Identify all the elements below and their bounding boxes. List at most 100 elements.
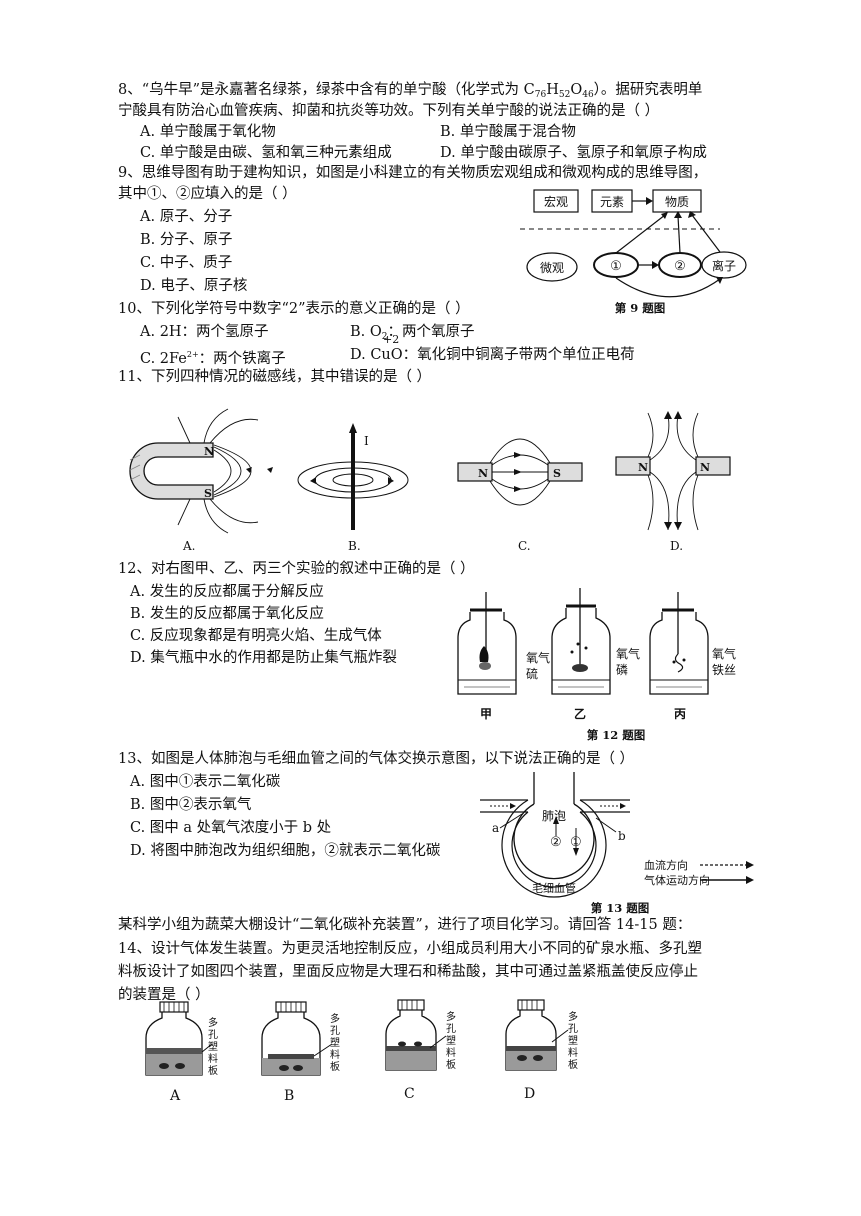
q10-stem: 10、下列化学符号中数字“2”表示的意义正确的是（ ） [118, 301, 470, 317]
q9-option-b[interactable]: B. 分子、原子 [140, 232, 233, 248]
bottle-b: B [261, 1001, 333, 1104]
q13-option-d[interactable]: D. 将图中肺泡改为组织细胞，②就表示二氧化碳 [130, 843, 441, 859]
svg-text:甲: 甲 [480, 707, 492, 721]
q10-option-b[interactable]: B. O2：两个氧原子 [350, 324, 475, 342]
q13-stem: 13、如图是人体肺泡与毛细血管之间的气体交换示意图，以下说法正确的是（ ） [118, 751, 635, 767]
q9-option-a[interactable]: A. 原子、分子 [140, 209, 233, 225]
svg-text:塑: 塑 [208, 1041, 218, 1053]
q9-mind-map-figure: 宏观 元素 物质 微观 ① ② 离子 第 9 题图 [520, 189, 747, 315]
q8-stem-line1: 8、“乌牛早”是永嘉著名绿茶，绿茶中含有的单宁酸（化学式为 C76H52O46）… [118, 82, 703, 100]
macro-box [533, 189, 579, 213]
svg-text:氧气: 氧气 [712, 646, 736, 661]
svg-text:板: 板 [446, 1058, 456, 1071]
figure-a-label: A. [182, 539, 195, 553]
q10-option-d[interactable]: D. CuO：氧化铜中铜离子带两个单位正电荷 [350, 347, 635, 363]
svg-text:料: 料 [446, 1046, 456, 1059]
q8-stem-line2: 宁酸具有防治心血管疾病、抑菌和抗炎等功效。下列有关单宁酸的说法正确的是（ ） [118, 103, 660, 119]
q12-combustion-figure: 氧气 硫 甲 氧气 磷 乙 氧气 铁丝 丙 第 12 题图 [457, 588, 736, 742]
jar-yi: 氧气 磷 乙 [551, 588, 640, 721]
figure-c-opposite-poles: N S C. [457, 438, 583, 553]
figure-c-label: C. [518, 539, 531, 553]
macro-label: 宏观 [544, 194, 568, 209]
ion-ellipse [701, 251, 747, 279]
svg-text:毛细血管: 毛细血管 [532, 881, 576, 895]
svg-text:板: 板 [208, 1064, 218, 1077]
bottle-b-label: B [284, 1088, 294, 1104]
q12-option-a[interactable]: A. 发生的反应都属于分解反应 [130, 584, 324, 600]
figure-b-straight-wire: I B. [297, 423, 409, 553]
q10-option-c[interactable]: C. 2Fe2+：两个铁离子 [140, 350, 286, 367]
q9-stem-line2: 其中①、②应填入的是（ ） [118, 186, 297, 202]
q9-option-d[interactable]: D. 电子、原子核 [140, 278, 248, 294]
q9-option-c[interactable]: C. 中子、质子 [140, 255, 233, 271]
q10-option-a[interactable]: A. 2H：两个氢原子 [140, 324, 269, 340]
substance-label: 物质 [665, 195, 689, 209]
bottle-a: A [145, 1001, 213, 1104]
svg-text:孔: 孔 [568, 1023, 578, 1035]
legend-gas-movement: 气体运动方向 [644, 873, 710, 887]
svg-text:S: S [553, 467, 561, 480]
figure-d-like-poles: N N D. [615, 411, 731, 553]
micro-label: 微观 [540, 261, 564, 275]
svg-text:塑: 塑 [446, 1035, 456, 1047]
svg-text:a: a [492, 821, 499, 835]
q8-option-a[interactable]: A. 单宁酸属于氧化物 [140, 124, 276, 140]
legend-blood-flow: 血流方向 [644, 858, 688, 872]
q11-stem: 11、下列四种情况的磁感线，其中错误的是（ ） [118, 369, 432, 385]
svg-text:乙: 乙 [574, 707, 586, 721]
q12-stem: 12、对右图甲、乙、丙三个实验的叙述中正确的是（ ） [118, 561, 475, 577]
svg-text:N: N [204, 445, 214, 458]
q14-stem-line1: 14、设计气体发生装置。为更灵活地控制反应，小组成员利用大小不同的矿泉水瓶、多孔… [118, 941, 702, 957]
element-label: 元素 [600, 195, 624, 209]
svg-text:板: 板 [568, 1058, 578, 1071]
svg-text:S: S [204, 487, 212, 500]
q13-option-a[interactable]: A. 图中①表示二氧化碳 [130, 774, 281, 790]
jar-bing: 氧气 铁丝 丙 [649, 592, 736, 721]
svg-text:多: 多 [330, 1012, 340, 1025]
q10-option-d-valence: +2 [383, 333, 400, 346]
svg-text:N: N [478, 467, 488, 480]
svg-text:孔: 孔 [446, 1023, 456, 1035]
bottle-d: D [505, 999, 569, 1102]
svg-text:②: ② [550, 835, 562, 850]
q8-option-c[interactable]: C. 单宁酸是由碳、氢和氧三种元素组成 [140, 145, 392, 161]
q9-stem-line1: 9、思维导图有助于建构知识，如图是小科建立的有关物质宏观组成和微观构成的思维导图… [118, 165, 708, 181]
svg-text:孔: 孔 [208, 1029, 218, 1041]
q14-bottle-figures: A 多孔 塑料 板 B 多孔 塑料 板 C 多孔 塑料 [145, 999, 578, 1104]
svg-text:料: 料 [208, 1052, 218, 1065]
svg-text:磷: 磷 [616, 662, 628, 677]
figure-a-horseshoe-magnet: N S A. [129, 408, 273, 553]
svg-text:硫: 硫 [526, 666, 538, 681]
q8-option-d[interactable]: D. 单宁酸由碳原子、氢原子和氧原子构成 [440, 145, 707, 161]
svg-text:N: N [638, 461, 648, 474]
svg-text:多: 多 [446, 1010, 456, 1023]
svg-text:板: 板 [330, 1060, 340, 1073]
svg-text:丙: 丙 [674, 707, 686, 721]
svg-text:肺泡: 肺泡 [542, 809, 566, 823]
svg-text:铁丝: 铁丝 [712, 663, 736, 677]
svg-text:多: 多 [208, 1016, 218, 1029]
svg-text:料: 料 [330, 1048, 340, 1061]
svg-text:料: 料 [568, 1046, 578, 1059]
capillary-inner [511, 811, 597, 888]
svg-text:N: N [700, 461, 710, 474]
q14-stem-line3: 的装置是（ ） [118, 987, 210, 1003]
bottle-a-label: A [169, 1088, 181, 1104]
figure-b-label: B. [348, 539, 361, 553]
svg-text:氧气: 氧气 [526, 650, 550, 665]
svg-text:氧气: 氧气 [616, 646, 640, 661]
project-intro: 某科学小组为蔬菜大棚设计“二氧化碳补充装置”，进行了项目化学习。请回答 14-1… [118, 917, 692, 933]
capillary-outer [501, 799, 607, 898]
bottle-c-label: C [404, 1086, 415, 1102]
q13-option-b[interactable]: B. 图中②表示氧气 [130, 797, 252, 813]
q12-option-b[interactable]: B. 发生的反应都属于氧化反应 [130, 606, 324, 622]
svg-text:塑: 塑 [568, 1035, 578, 1047]
q12-option-c[interactable]: C. 反应现象都是有明亮火焰、生成气体 [130, 628, 382, 644]
q13-option-c[interactable]: C. 图中 a 处氧气浓度小于 b 处 [130, 820, 332, 836]
q8-option-b[interactable]: B. 单宁酸属于混合物 [440, 124, 576, 140]
q12-option-d[interactable]: D. 集气瓶中水的作用都是防止集气瓶炸裂 [130, 650, 397, 666]
q11-magnetic-field-figures: N S A. I B. N S [129, 408, 731, 553]
q13-gas-exchange-figure: 肺泡 a b ② ① 毛细血管 血流方向 气体运动方向 第 13 题图 [480, 772, 754, 915]
bottle-d-label: D [524, 1086, 535, 1102]
circle-1-label: ① [610, 259, 622, 274]
